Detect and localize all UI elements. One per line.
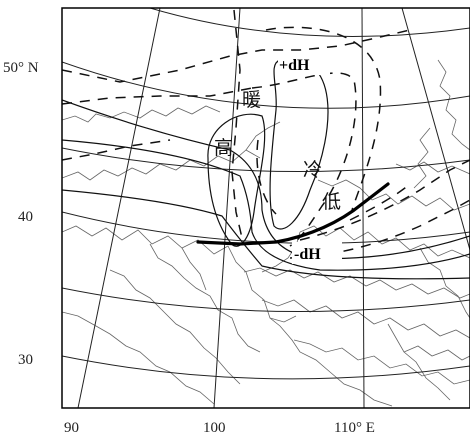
warm-label: 暖 [242, 89, 261, 111]
warm-high-contour [207, 113, 266, 247]
graticule [62, 8, 470, 408]
meridian-110e [361, 8, 365, 408]
meridian-120e [401, 8, 470, 251]
trough-line [196, 182, 390, 246]
minus-dh-label: -dH [294, 246, 321, 263]
political-borders [62, 59, 470, 407]
parallel-55n [149, 8, 470, 37]
parallel-35n [62, 287, 470, 313]
lon-label-100: 100 [203, 420, 226, 436]
low-label: 低 [322, 191, 341, 213]
lat-label-40: 40 [18, 209, 33, 225]
parallel-45n [62, 147, 470, 173]
plus-dh-backdrop [278, 53, 330, 75]
lat-label-30: 30 [18, 352, 33, 368]
map-frame [61, 7, 470, 409]
lat-label-50n: 50° N [3, 60, 39, 76]
cold-low-contour [269, 58, 329, 230]
parallel-30n [62, 355, 470, 380]
lon-label-110e: 110° E [334, 420, 375, 436]
parallel-50n [62, 61, 470, 109]
meridian-100e [213, 8, 241, 408]
cold-label: 冷 [303, 159, 322, 181]
high-label: 高 [214, 137, 233, 159]
parallel-40n [62, 211, 470, 244]
plus-dh-label: +dH [279, 57, 310, 74]
dashed-contours [62, 9, 470, 259]
meridian-90e [77, 8, 161, 408]
height-contours [62, 99, 470, 280]
lon-label-90: 90 [64, 420, 79, 436]
minus-dh-backdrop [292, 242, 342, 264]
